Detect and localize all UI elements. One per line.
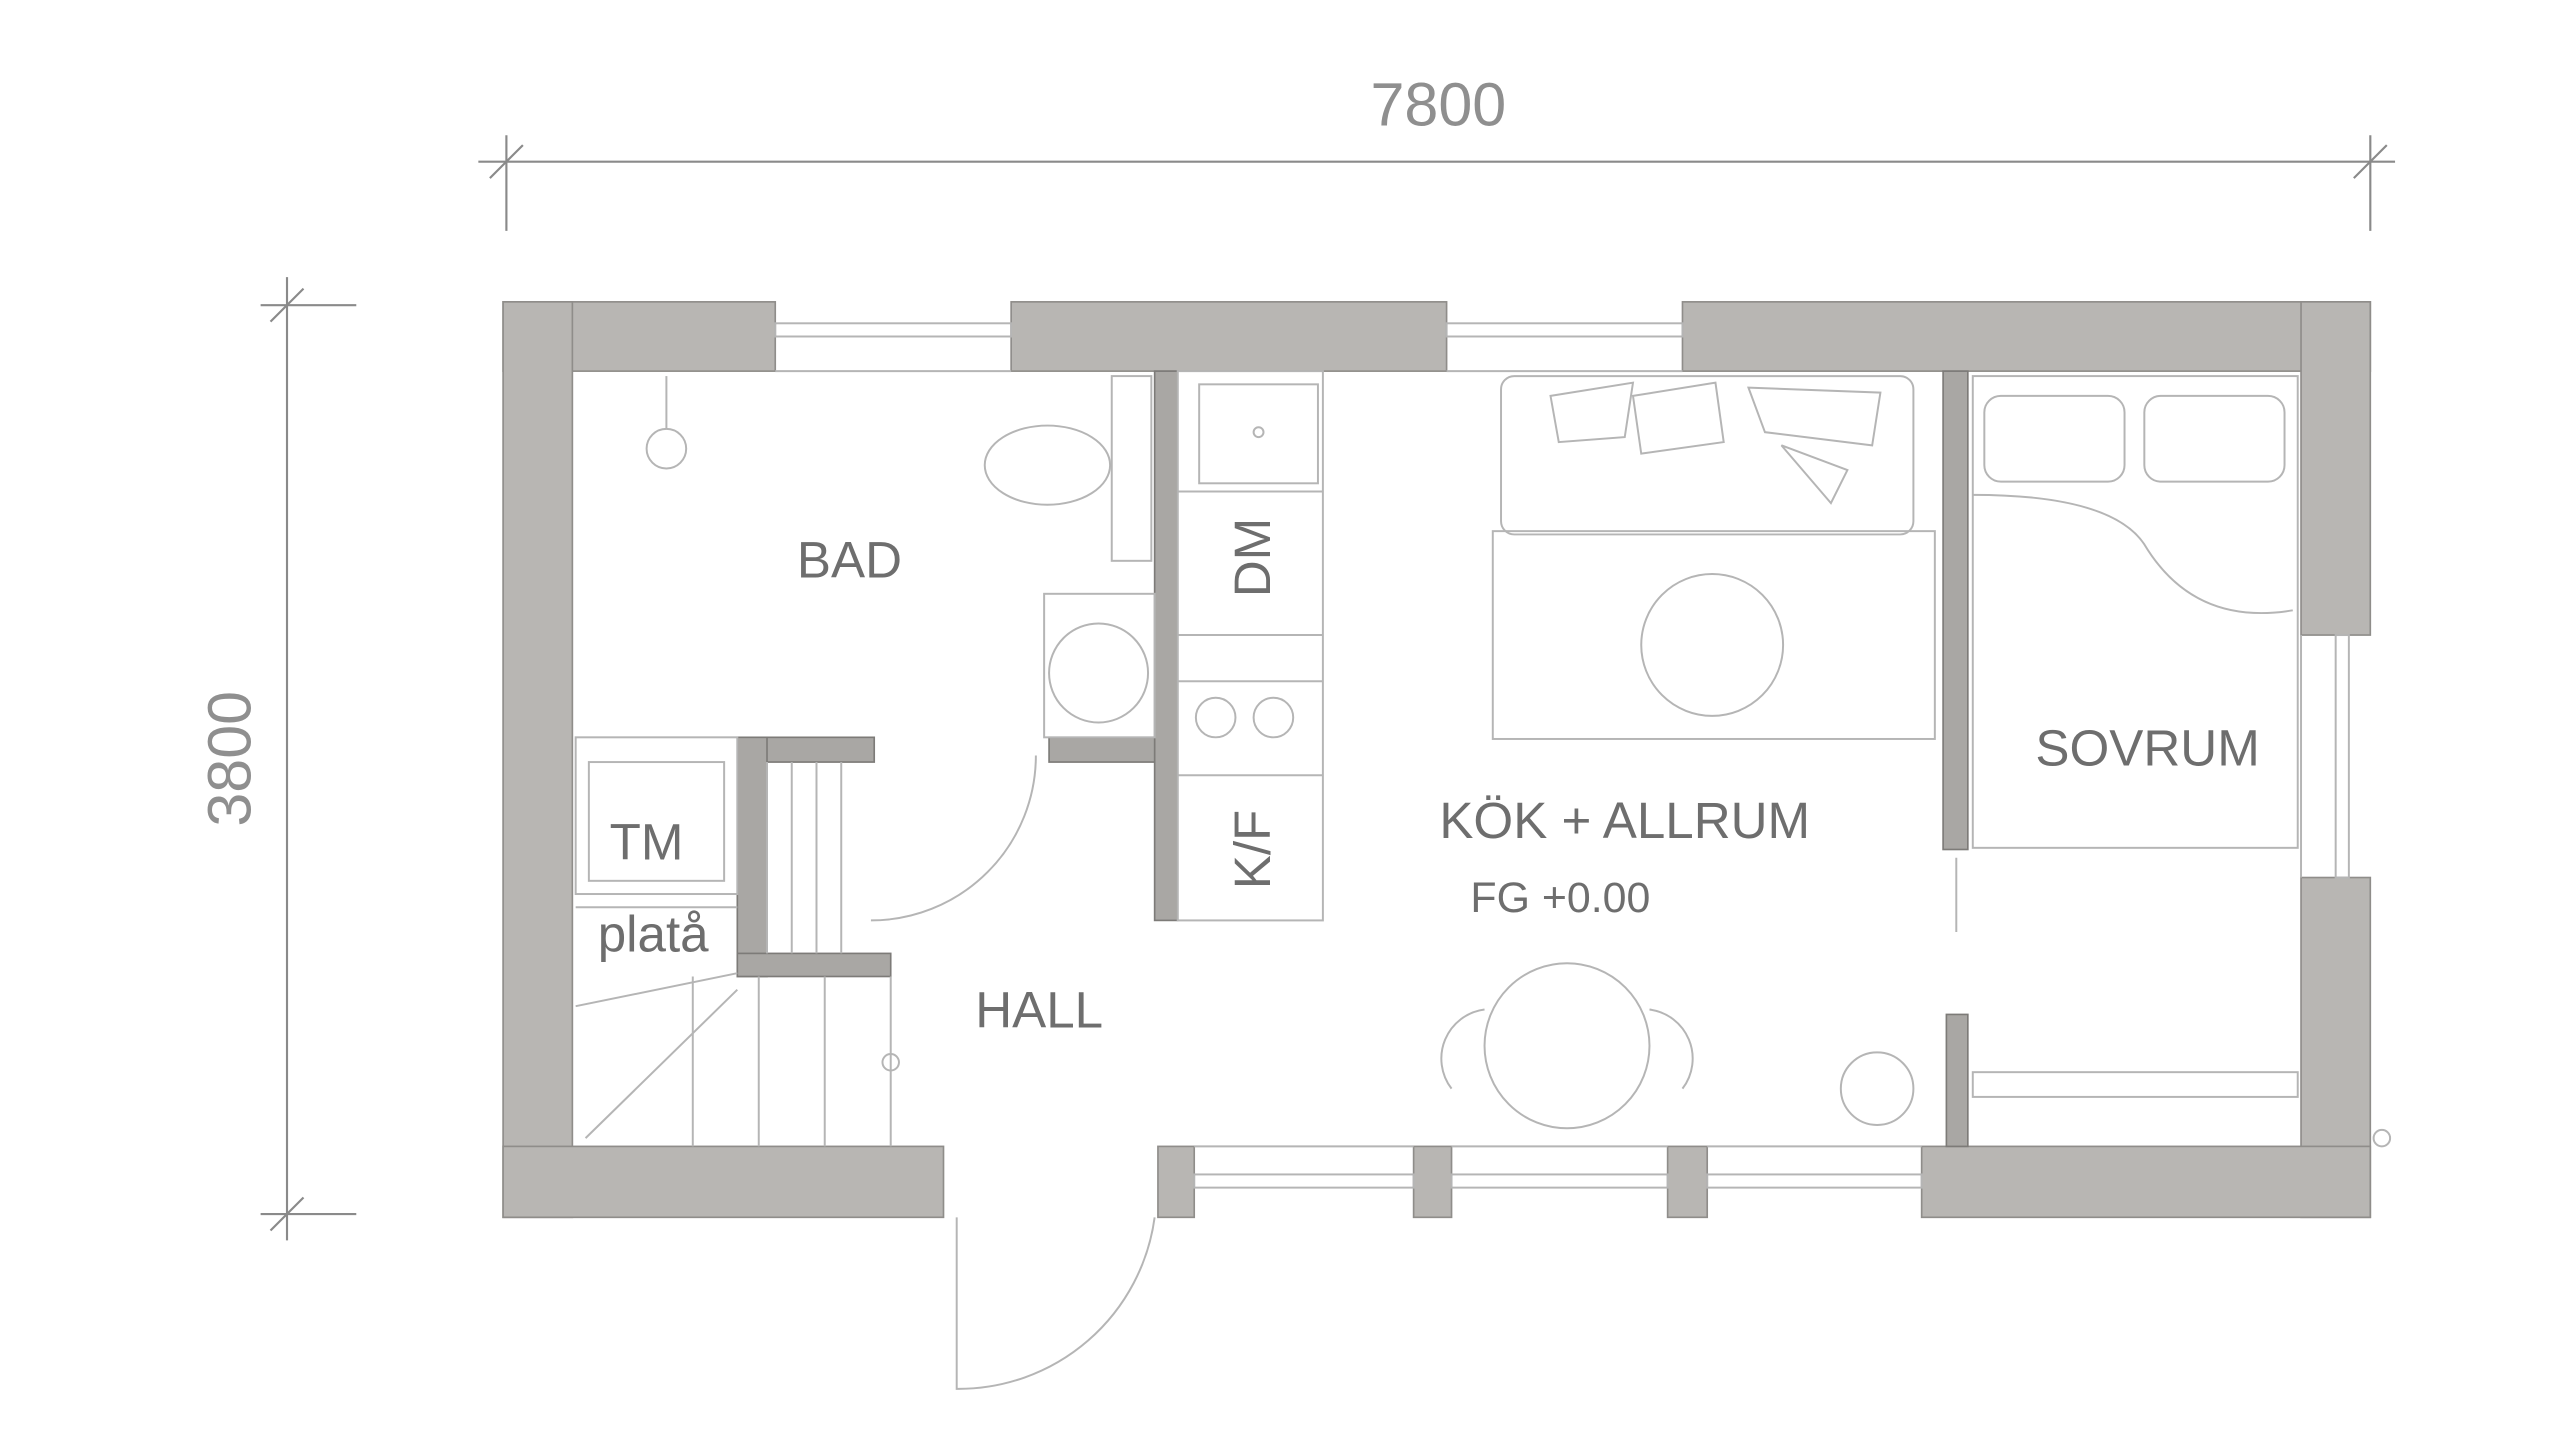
doors — [870, 755, 1958, 1390]
staircase — [575, 762, 900, 1147]
height-label: 3800 — [196, 691, 264, 827]
interior-walls — [736, 370, 1969, 1148]
exterior-walls — [502, 301, 2372, 1219]
height-dimension: 3800 — [196, 277, 357, 1241]
room-label-hall: HALL — [975, 982, 1103, 1039]
room-label-plata: platå — [598, 906, 709, 963]
room-label-tm: TM — [610, 813, 684, 870]
bed — [1971, 375, 2392, 1148]
windows — [774, 322, 2350, 1189]
living-furniture — [1440, 375, 1936, 1130]
width-label: 7800 — [1370, 70, 1506, 138]
width-dimension: 7800 — [478, 70, 2396, 231]
floor-level-label: FG +0.00 — [1470, 874, 1650, 922]
bathroom-fixtures — [574, 375, 1156, 896]
appliance-label-dm: DM — [1224, 518, 1281, 598]
room-label-bad: BAD — [797, 531, 902, 588]
appliance-label-kf: K/F — [1224, 810, 1281, 890]
kitchen-counter — [1176, 370, 1324, 922]
room-label-kok-allrum: KÖK + ALLRUM — [1439, 792, 1810, 849]
room-label-sovrum: SOVRUM — [2035, 719, 2259, 776]
